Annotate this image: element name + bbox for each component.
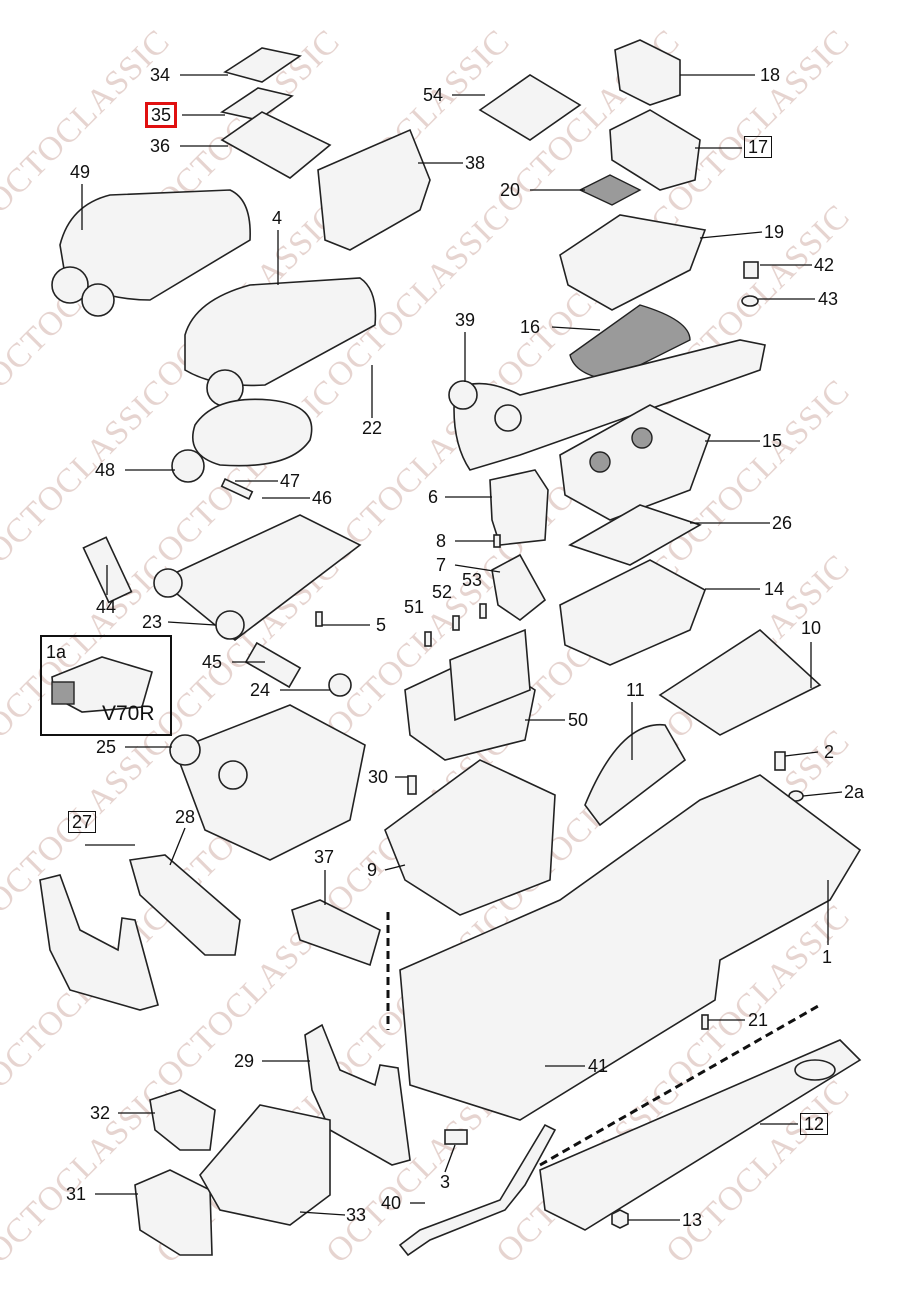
label-37[interactable]: 37 [314,847,335,867]
label-28[interactable]: 28 [175,807,196,827]
label-6[interactable]: 6 [428,487,439,507]
label-12[interactable]: 12 [800,1113,829,1135]
label-17[interactable]: 17 [744,136,773,158]
label-20[interactable]: 20 [500,180,521,200]
label-30[interactable]: 30 [368,767,389,787]
label-24[interactable]: 24 [250,680,271,700]
label-14[interactable]: 14 [764,579,785,599]
label-33[interactable]: 33 [346,1205,367,1225]
label-48[interactable]: 48 [95,460,116,480]
label-47[interactable]: 47 [280,471,301,491]
label-27[interactable]: 27 [68,811,97,833]
label-34[interactable]: 34 [150,65,171,85]
label-2a[interactable]: 2a [844,782,865,802]
label-1[interactable]: 1 [822,947,833,967]
label-35-highlighted[interactable]: 35 [145,102,178,128]
label-42[interactable]: 42 [814,255,835,275]
mat-35 [219,87,294,121]
label-9[interactable]: 9 [367,860,378,880]
label-31[interactable]: 31 [66,1184,87,1204]
label-32[interactable]: 32 [90,1103,111,1123]
label-10[interactable]: 10 [801,618,822,638]
label-1a[interactable]: 1a [46,642,67,662]
label-4[interactable]: 4 [272,208,283,228]
label-49[interactable]: 49 [70,162,91,182]
label-13[interactable]: 13 [682,1210,703,1230]
label-25[interactable]: 25 [96,737,117,757]
label-26[interactable]: 26 [772,513,793,533]
label-21[interactable]: 21 [748,1010,769,1030]
label-23[interactable]: 23 [142,612,163,632]
label-50[interactable]: 50 [568,710,589,730]
label-15[interactable]: 15 [762,431,783,451]
label-3[interactable]: 3 [440,1172,451,1192]
label-43[interactable]: 43 [818,289,839,309]
label-36[interactable]: 36 [150,136,171,156]
label-38[interactable]: 38 [465,153,486,173]
label-45[interactable]: 45 [202,652,223,672]
label-29[interactable]: 29 [234,1051,255,1071]
mat-34 [223,47,302,83]
label-5[interactable]: 5 [376,615,387,635]
label-11[interactable]: 11 [626,680,645,700]
label-8[interactable]: 8 [436,531,447,551]
label-52[interactable]: 52 [432,582,453,602]
label-7[interactable]: 7 [436,555,447,575]
mat-36 [220,111,332,179]
label-16[interactable]: 16 [520,317,541,337]
label-39[interactable]: 39 [455,310,476,330]
label-v70r: V70R [102,702,155,725]
label-19[interactable]: 19 [764,222,785,242]
label-51[interactable]: 51 [404,597,425,617]
label-41[interactable]: 41 [588,1056,609,1076]
label-18[interactable]: 18 [760,65,781,85]
label-54[interactable]: 54 [423,85,444,105]
label-40[interactable]: 40 [381,1193,402,1213]
label-53[interactable]: 53 [462,570,483,590]
label-44[interactable]: 44 [96,597,117,617]
v70r-inset [40,635,172,736]
label-2[interactable]: 2 [824,742,835,762]
armrest-4 [184,277,377,387]
label-22[interactable]: 22 [362,418,383,438]
label-46[interactable]: 46 [312,488,333,508]
